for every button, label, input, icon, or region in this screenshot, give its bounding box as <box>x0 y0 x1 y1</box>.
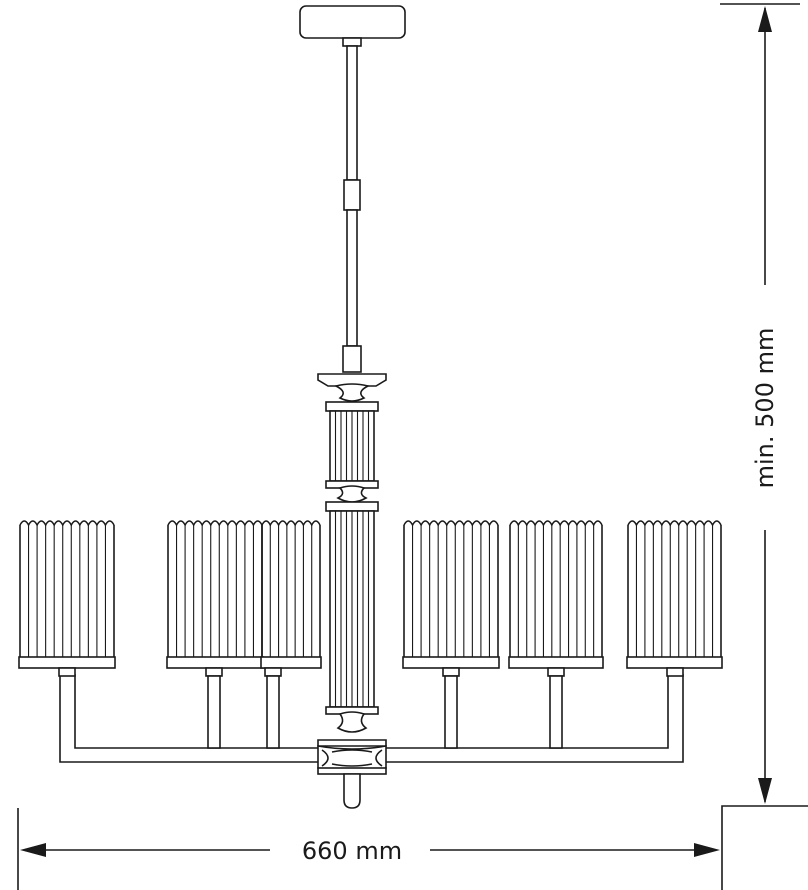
arrow-down-icon <box>758 778 772 804</box>
suspension-rod <box>342 45 362 373</box>
central-column <box>317 373 387 809</box>
lamp-shade <box>402 520 500 749</box>
lamp-shade <box>508 520 604 749</box>
arrow-left-icon <box>20 843 46 857</box>
width-dimension: 660 mm <box>17 808 720 890</box>
lamp-arms <box>59 674 684 763</box>
lamp-shade <box>626 520 723 677</box>
width-label: 660 mm <box>302 837 402 865</box>
lamp-shade <box>260 520 322 749</box>
lamp-shade <box>18 520 116 677</box>
arrow-up-icon <box>758 6 772 32</box>
height-dimension: min. 500 mm <box>720 3 808 890</box>
arrow-right-icon <box>694 843 720 857</box>
height-label: min. 500 mm <box>751 328 779 489</box>
lamp-shades <box>18 520 723 749</box>
lamp-shade <box>166 520 264 749</box>
ceiling-canopy <box>299 5 406 47</box>
